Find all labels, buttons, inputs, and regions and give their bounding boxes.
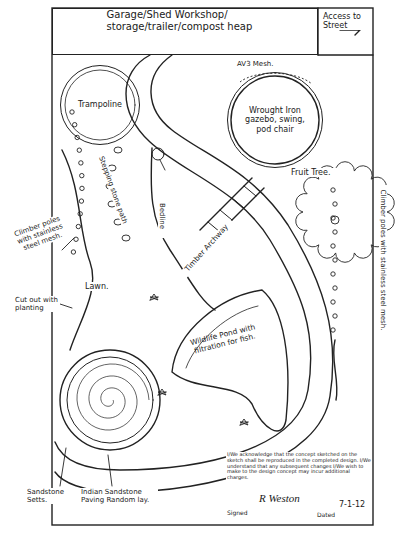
climber-pole	[333, 202, 337, 206]
acknowledgement-text: I/We acknowledge that the concept sketch…	[226, 452, 372, 481]
dated-label: Dated	[316, 512, 340, 519]
climber-pole	[74, 237, 78, 241]
tree-label: Fruit Tree.	[290, 168, 342, 177]
climber-pole	[78, 212, 82, 216]
climber-pole	[80, 186, 84, 190]
node-label: Wildlife Pond with filtration for fish.	[178, 321, 269, 360]
climber-pole	[331, 272, 335, 276]
climber-note: Climber poles with stainless steel mesh.	[10, 213, 71, 255]
leader-line	[60, 448, 66, 486]
tree-trunk	[331, 216, 339, 224]
shrub-symbol	[150, 294, 248, 425]
date-value: 7-1-12	[338, 500, 370, 509]
paving-label: Indian Sandstone Paving Random lay.	[80, 488, 158, 504]
climber-pole	[331, 300, 335, 304]
climber-pole	[333, 258, 337, 262]
leader-line	[160, 160, 165, 170]
gazebo-circle: Wrought Iron gazebo, swing, pod chair	[227, 72, 323, 168]
archway-label: Timber Archway	[179, 218, 235, 279]
trampoline-circle: Trampoline	[60, 65, 140, 145]
climber-pole	[331, 188, 335, 192]
random-paving	[77, 364, 149, 430]
site-boundary	[52, 8, 373, 525]
setts-ring	[67, 357, 153, 443]
setts-label: Sandstone Setts.	[26, 488, 74, 504]
stepping-stone	[114, 147, 122, 153]
pond-area: Wildlife Pond with filtration for fish.	[172, 307, 276, 373]
garage-box: Garage/Shed Workshop/ storage/trailer/co…	[52, 8, 318, 55]
node-label: Garage/Shed Workshop/ storage/trailer/co…	[107, 9, 272, 32]
path-note: Stepping stone path	[95, 148, 132, 232]
signature: R Weston	[258, 492, 316, 505]
mesh-note: AV3 Mesh.	[236, 60, 296, 68]
gazebo-inner-ring	[231, 76, 319, 164]
climber-pole	[79, 161, 83, 165]
climber-pole	[70, 110, 74, 114]
climber-note: Climber poles with stainless steel mesh.	[379, 185, 387, 335]
climber-pole	[79, 199, 83, 203]
pond-outline	[172, 290, 288, 431]
climber-pole	[80, 173, 84, 177]
climber-pole	[333, 286, 337, 290]
bed-edge	[62, 150, 93, 350]
climber-pole	[75, 135, 79, 139]
path-edge	[55, 55, 311, 470]
signed-label: Signed	[226, 510, 256, 517]
trampoline-inner	[65, 70, 135, 140]
climber-pole	[331, 244, 335, 248]
stepping-stone	[122, 235, 130, 241]
node-label: Wrought Iron gazebo, swing, pod chair	[240, 106, 310, 134]
climber-pole	[77, 148, 81, 152]
paving-circle	[60, 350, 160, 450]
climber-pole	[76, 224, 80, 228]
path-edge	[55, 55, 333, 492]
specimen-shrub	[152, 148, 164, 160]
climber-pole	[331, 328, 335, 332]
access-line	[318, 54, 373, 55]
leader-line	[108, 455, 112, 486]
climber-pole	[71, 250, 75, 254]
mesh-line	[240, 73, 312, 84]
bedline-note: Bedline	[158, 194, 166, 238]
climber-pole	[72, 123, 76, 127]
climber-pole	[333, 314, 337, 318]
leader-line	[60, 304, 72, 308]
cutout-note: Cut out with planting	[14, 296, 60, 312]
access-note: Access to Street	[322, 12, 370, 30]
climber-pole	[333, 230, 337, 234]
hedge-line	[334, 340, 337, 400]
node-label: Trampoline	[78, 100, 122, 109]
archway-beams	[200, 178, 264, 240]
leader-line	[62, 238, 74, 250]
bed-edge	[151, 148, 215, 310]
lawn-label: Lawn.	[84, 282, 118, 291]
